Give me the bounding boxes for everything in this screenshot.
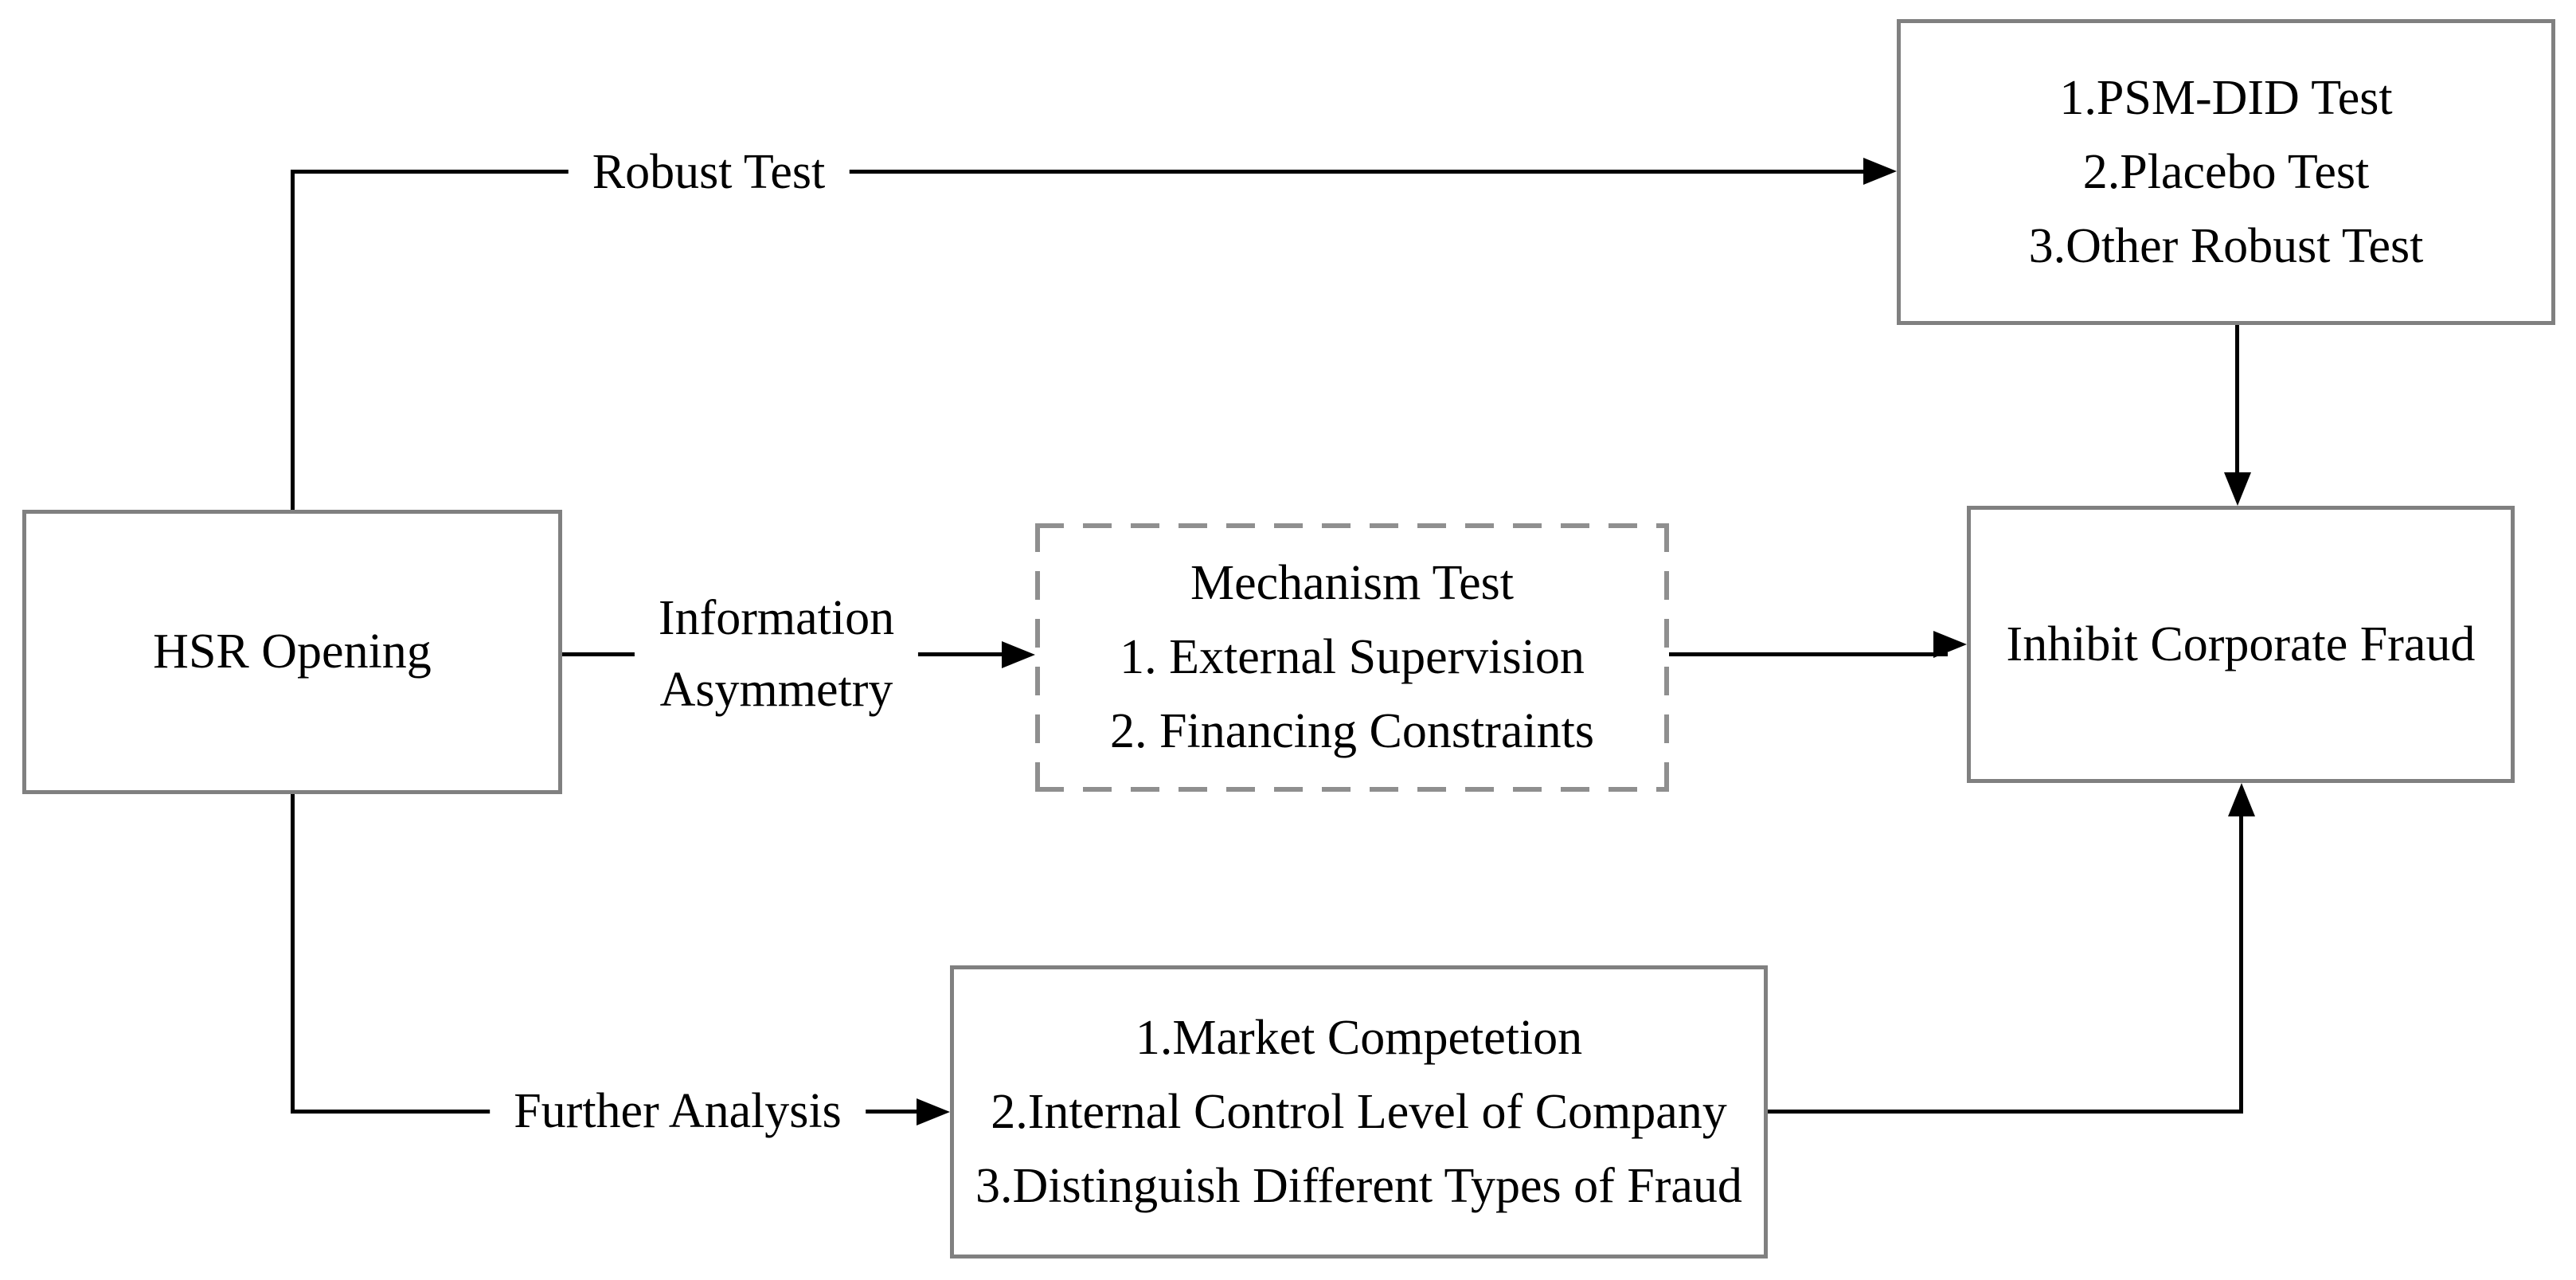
- inhibit-corporate-fraud-box: Inhibit Corporate Fraud: [1967, 506, 2515, 783]
- robust-tests-line-3: 3.Other Robust Test: [2028, 218, 2424, 273]
- arrowhead-into-robust-tests-box: [1863, 158, 1897, 185]
- connector-mechanism-to-inhibit: [1669, 652, 1948, 656]
- further-analysis-edge-label: Further Analysis: [490, 1076, 866, 1148]
- hsr-opening-box: HSR Opening: [22, 510, 562, 794]
- mechanism-test-line-2: 2. Financing Constraints: [1110, 704, 1594, 758]
- mechanism-test-title: Mechanism Test: [1190, 556, 1515, 610]
- arrowhead-into-further-analysis-box: [917, 1098, 950, 1125]
- connector-further-vertical: [291, 792, 295, 1114]
- connector-further-to-inhibit-horizontal: [1768, 1110, 2243, 1114]
- robust-test-edge-label: Robust Test: [568, 137, 850, 209]
- connector-robust-horizontal: [291, 170, 1875, 174]
- connector-robust-vertical: [291, 170, 295, 514]
- robust-tests-box: 1.PSM-DID Test 2.Placebo Test 3.Other Ro…: [1897, 19, 2555, 325]
- information-asymmetry-edge-label-line1: Information: [658, 591, 895, 646]
- robust-tests-line-2: 2.Placebo Test: [2082, 144, 2370, 199]
- inhibit-corporate-fraud-label: Inhibit Corporate Fraud: [2006, 617, 2476, 671]
- further-analysis-box: 1.Market Competetion 2.Internal Control …: [950, 965, 1768, 1258]
- connector-further-to-inhibit-vertical: [2239, 811, 2243, 1114]
- mechanism-test-line-1: 1. External Supervision: [1120, 630, 1585, 684]
- information-asymmetry-edge-label-line2: Asymmetry: [659, 663, 893, 717]
- further-analysis-line-1: 1.Market Competetion: [1135, 1010, 1583, 1065]
- arrowhead-into-mechanism-box: [1002, 641, 1035, 668]
- mechanism-test-box: Mechanism Test 1. External Supervision 2…: [1035, 523, 1669, 792]
- arrowhead-further-into-inhibit-box: [2228, 783, 2255, 816]
- robust-tests-line-1: 1.PSM-DID Test: [2059, 70, 2393, 125]
- information-asymmetry-edge-label: Information Asymmetry: [634, 583, 919, 726]
- arrowhead-robusttests-into-inhibit-box: [2224, 472, 2251, 506]
- further-analysis-line-2: 2.Internal Control Level of Company: [991, 1084, 1727, 1139]
- hsr-opening-label: HSR Opening: [153, 624, 432, 679]
- further-analysis-line-3: 3.Distinguish Different Types of Fraud: [975, 1158, 1742, 1213]
- connector-robusttests-to-inhibit: [2235, 325, 2239, 480]
- arrowhead-mechanism-into-inhibit-box: [1933, 631, 1967, 658]
